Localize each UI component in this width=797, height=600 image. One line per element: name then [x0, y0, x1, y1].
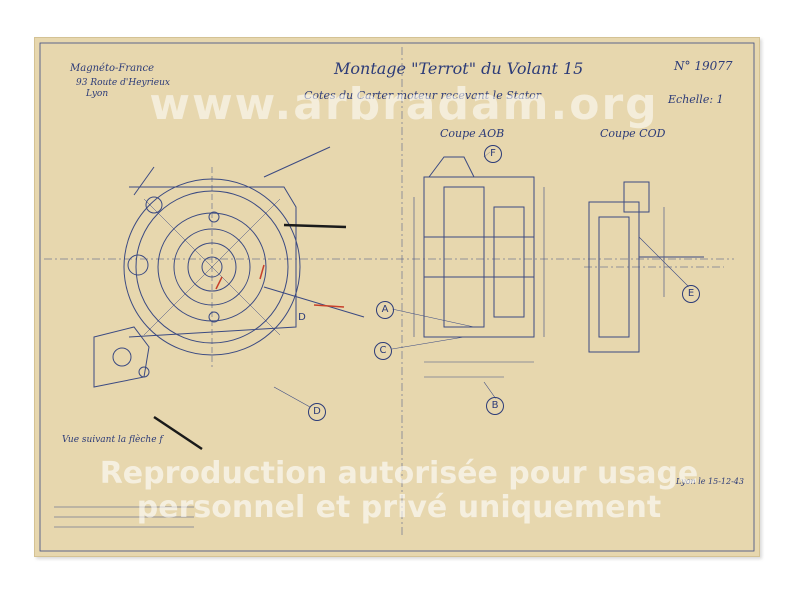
callout-b: B — [486, 397, 504, 415]
callout-c: C — [374, 342, 392, 360]
main-view — [123, 146, 365, 367]
section-mark-d: D — [298, 312, 306, 323]
drawing-sheet: Magnéto-France 93 Route d'Heyrieux Lyon … — [34, 37, 760, 557]
watermark-notice: Reproduction autorisée pour usage person… — [54, 457, 744, 525]
watermark-line-1: Reproduction autorisée pour usage — [99, 456, 699, 491]
drawing-number: N° 19077 — [674, 59, 733, 73]
drawing-scale: Echelle: 1 — [668, 93, 724, 106]
detail-view — [93, 326, 150, 388]
callout-d: D — [308, 403, 326, 421]
callout-e: E — [682, 285, 700, 303]
callout-a: A — [376, 301, 394, 319]
watermark-url: www.arbradam.org — [149, 79, 659, 130]
drawing-date: Lyon le 15-12-43 — [676, 477, 744, 486]
section-cod-label: Coupe COD — [600, 127, 666, 140]
drawing-subtitle: Cotes du Carter moteur recevant le Stato… — [304, 89, 542, 102]
watermark-line-2: personnel et privé uniquement — [136, 490, 662, 525]
drawing-title: Montage "Terrot" du Volant 15 — [334, 59, 584, 78]
company-address: 93 Route d'Heyrieux — [76, 78, 170, 88]
side-note: Vue suivant la flèche f — [62, 435, 163, 445]
callout-f: F — [484, 145, 502, 163]
section-aob-label: Coupe AOB — [440, 127, 505, 140]
section-cod — [584, 181, 724, 353]
technical-drawing — [39, 42, 755, 552]
company-city: Lyon — [86, 89, 109, 99]
section-aob — [413, 156, 545, 378]
company-name: Magnéto-France — [70, 63, 155, 74]
